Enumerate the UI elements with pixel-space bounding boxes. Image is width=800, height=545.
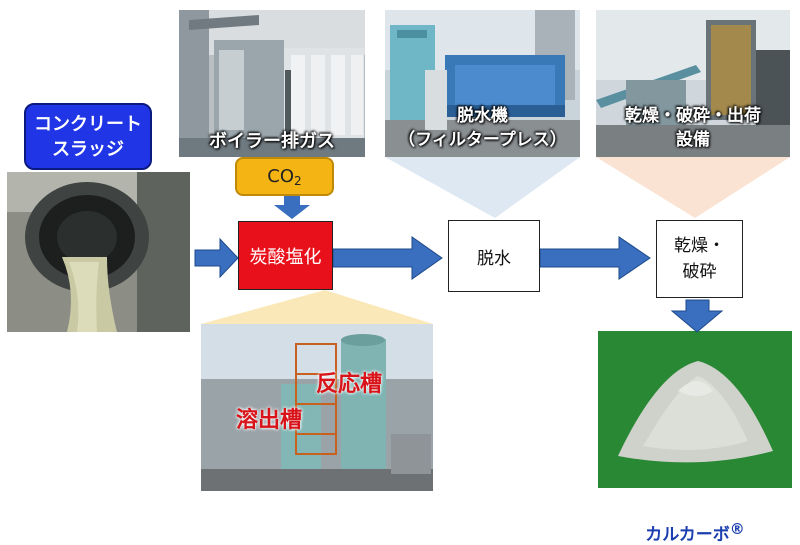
filter-press-fan — [385, 157, 580, 218]
tanks-photo — [201, 324, 433, 491]
carbonation-box: 炭酸塩化 — [238, 221, 333, 290]
drying-facility-photo — [596, 10, 790, 157]
filter-press-photo — [385, 10, 580, 157]
connector-layer — [194, 157, 790, 333]
reaction-tank-label: 反応槽 — [316, 372, 383, 397]
drying-facility-label: 乾燥・破砕・出荷 設備 — [625, 106, 761, 150]
dry-crush-box: 乾燥・ 破砕 — [656, 220, 743, 298]
dissolution-tank-label: 溶出槽 — [236, 408, 303, 433]
registered-mark: ® — [729, 520, 745, 538]
dewater-box: 脱水 — [448, 220, 540, 292]
sludge-photo — [7, 172, 190, 332]
product-name: カルカーボ — [645, 525, 730, 545]
sludge-to-carbonation-arrow — [194, 237, 239, 279]
boiler-photo — [179, 10, 365, 157]
dry-to-product-arrow — [670, 299, 724, 333]
tanks-fan — [201, 290, 433, 324]
carbonation-to-dewater-arrow — [332, 236, 443, 280]
dewater-to-dry-arrow — [539, 236, 651, 280]
filter-press-label: 脱水機 （フィルタープレス） — [398, 106, 567, 150]
concrete-sludge-badge: コンクリート スラッジ — [24, 103, 152, 170]
product-powder-photo — [598, 331, 792, 488]
boiler-exhaust-label: ボイラー排ガス — [209, 131, 335, 152]
co2-subscript: 2 — [294, 173, 302, 188]
co2-text: CO — [267, 166, 295, 187]
product-name-label: カルカーボ® — [598, 500, 792, 545]
drying-facility-fan — [596, 157, 790, 218]
co2-arrow — [274, 196, 310, 219]
